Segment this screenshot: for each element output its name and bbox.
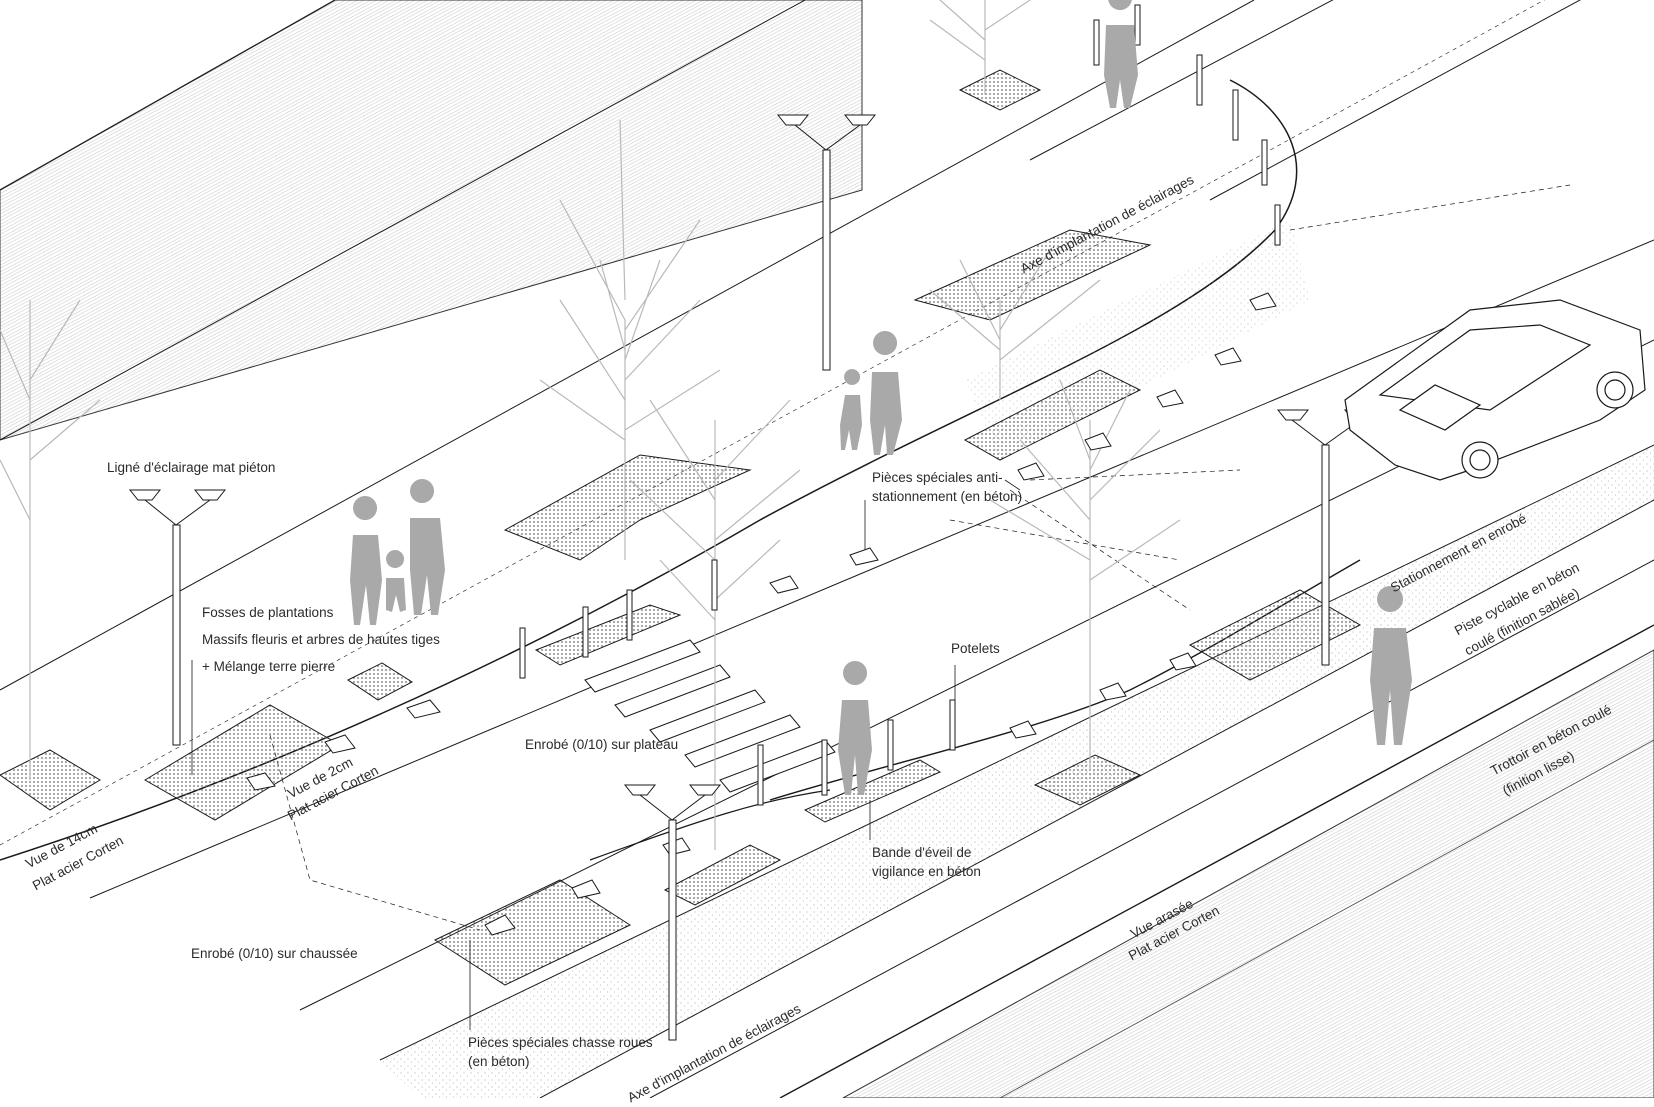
label-bande-eveil-1: Bande d'éveil de bbox=[872, 845, 972, 860]
label-enrobe-chaussee: Enrobé (0/10) sur chaussée bbox=[191, 946, 358, 961]
car-icon bbox=[1344, 299, 1646, 481]
label-massifs-fleuris: Massifs fleuris et arbres de hautes tige… bbox=[202, 632, 440, 647]
bollards bbox=[519, 4, 1281, 806]
label-pieces-chasse-roues-2: (en béton) bbox=[468, 1054, 530, 1069]
building-bottom-right bbox=[842, 649, 1654, 1098]
trees bbox=[0, 0, 1181, 850]
label-pieces-chasse-roues-1: Pièces spéciales chasse roues bbox=[468, 1035, 653, 1050]
label-potelets: Potelets bbox=[951, 641, 1000, 656]
cycle-lane-texture bbox=[380, 445, 1654, 1098]
leader-lines bbox=[191, 479, 1021, 1030]
label-anti-stationnement-2: stationnement (en béton) bbox=[872, 489, 1023, 504]
label-anti-stationnement-1: Pièces spéciales anti- bbox=[872, 470, 1003, 485]
building-top-left bbox=[0, 0, 863, 441]
label-bande-eveil-2: vigilance en béton bbox=[872, 864, 981, 879]
crosswalk bbox=[584, 639, 836, 793]
label-enrobe-plateau: Enrobé (0/10) sur plateau bbox=[525, 737, 679, 752]
label-fosses-plantations: Fosses de plantations bbox=[202, 605, 334, 620]
street-lights bbox=[128, 114, 1377, 1041]
label-ligne-eclairage: Ligné d'éclairage mat piéton bbox=[107, 460, 276, 475]
pedestrian-figures bbox=[350, 0, 1412, 795]
tree-pits bbox=[0, 69, 1362, 986]
label-melange-terre: + Mélange terre pierre bbox=[202, 659, 336, 674]
wheel-guards bbox=[246, 292, 1277, 936]
